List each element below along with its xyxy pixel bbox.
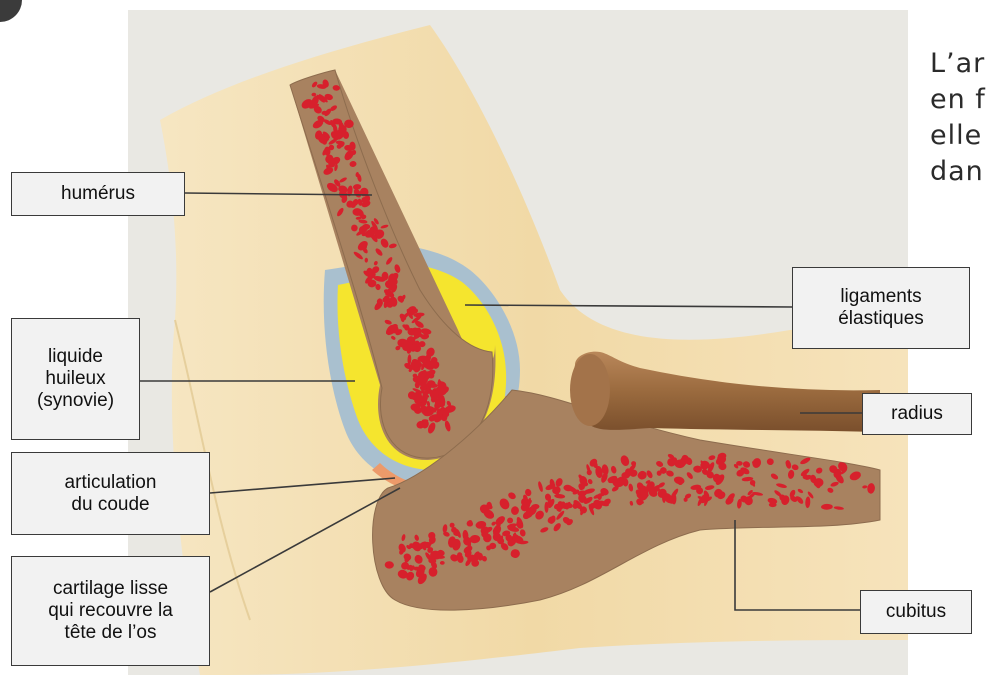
marrow-speck <box>411 404 420 411</box>
label-liquide-line-1: liquide <box>48 346 103 368</box>
label-cartilage: cartilage lisse qui recouvre la tête de … <box>11 556 210 666</box>
label-cubitus: cubitus <box>860 590 972 634</box>
side-line-2: en f <box>930 82 986 118</box>
label-liquide-line-3: (synovie) <box>37 390 114 412</box>
marrow-speck <box>581 482 588 487</box>
label-articulation-line-1: articulation <box>65 472 157 494</box>
label-liquide-line-2: huileux <box>45 368 105 390</box>
label-articulation: articulation du coude <box>11 452 210 535</box>
label-ligaments-line-2: élastiques <box>838 308 924 330</box>
side-line-1: L’ar <box>930 46 986 82</box>
label-liquide: liquide huileux (synovie) <box>11 318 140 440</box>
label-cartilage-line-1: cartilage lisse <box>53 578 168 600</box>
side-line-3: elle <box>930 118 986 154</box>
label-radius-line-1: radius <box>891 403 943 425</box>
label-cartilage-line-3: tête de l’os <box>65 622 157 644</box>
label-radius: radius <box>862 393 972 435</box>
side-line-4: dan <box>930 154 986 190</box>
label-humerus: humérus <box>11 172 185 216</box>
label-cartilage-line-2: qui recouvre la <box>48 600 173 622</box>
label-ligaments: ligaments élastiques <box>792 267 970 349</box>
marrow-speck <box>440 395 445 399</box>
label-cubitus-line-1: cubitus <box>886 601 946 623</box>
label-humerus-line-1: humérus <box>61 183 135 205</box>
side-paragraph: L’ar en f elle dan <box>930 46 986 190</box>
label-ligaments-line-1: ligaments <box>840 286 921 308</box>
label-articulation-line-2: du coude <box>71 494 149 516</box>
radius-head <box>570 354 610 426</box>
